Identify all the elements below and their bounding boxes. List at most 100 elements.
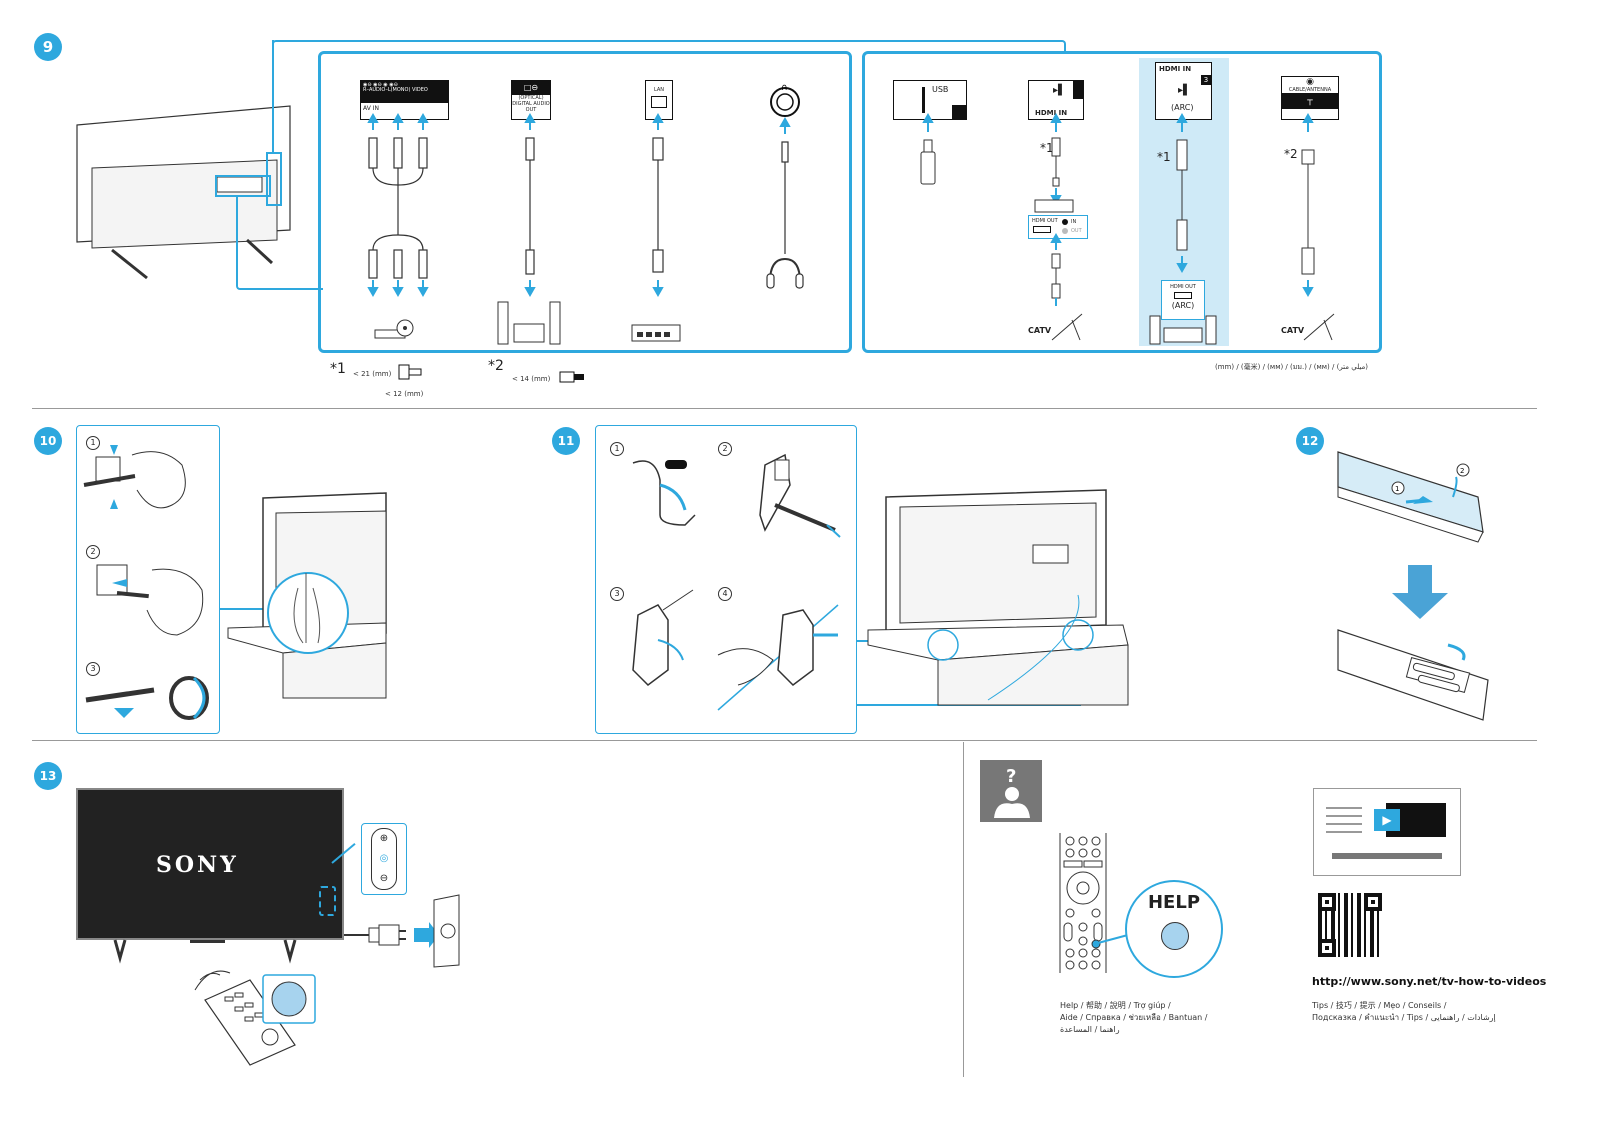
tv-port-highlight-bottom bbox=[215, 175, 271, 197]
help-caption-line2: Aide / Справка / ช่วยเหลือ / Bantuan / bbox=[1060, 1013, 1208, 1022]
footnote-1-height: < 12 (mm) bbox=[385, 390, 424, 398]
help-caption: Help / 帮助 / 說明 / Trợ giúp / Aide / Справ… bbox=[1060, 1000, 1208, 1036]
connector-line bbox=[272, 40, 274, 152]
hdmi-in-label: HDMI IN bbox=[1035, 109, 1068, 117]
tv-front: SONY bbox=[76, 788, 344, 940]
tv-control-buttons: ⊕ ◎ ⊖ bbox=[371, 828, 397, 890]
cable-clip-insert-illustration bbox=[96, 564, 204, 636]
headphone-cable-illustration bbox=[766, 116, 804, 289]
help-caption-line3: راهنما / المساعدة bbox=[1060, 1025, 1120, 1034]
usb-stick-illustration bbox=[920, 112, 936, 185]
step-10-sub-2: 2 bbox=[86, 545, 100, 559]
cable-antenna-port: ◉ CABLE/ANTENNA ┬ bbox=[1281, 76, 1339, 120]
power-button-highlight bbox=[319, 886, 336, 916]
tv-brand-logo: SONY bbox=[156, 852, 239, 878]
lan-label: LAN bbox=[653, 87, 665, 93]
headphone-jack-icon: ∩ bbox=[770, 83, 800, 117]
volume-up-icon[interactable]: ⊕ bbox=[379, 833, 389, 844]
tv-control-panel bbox=[361, 823, 407, 895]
catv-label-1: CATV bbox=[1028, 326, 1052, 335]
av-in-label: AV IN bbox=[363, 105, 379, 112]
stand-clip-open-illustration bbox=[632, 460, 696, 526]
svg-text:?: ? bbox=[1006, 766, 1016, 787]
step-11-panel bbox=[595, 425, 857, 734]
step-12-badge: 12 bbox=[1296, 427, 1324, 455]
step-13-badge: 13 bbox=[34, 762, 62, 790]
how-to-videos-link[interactable]: http://www.sony.net/tv-how-to-videos bbox=[1312, 975, 1547, 988]
antenna-icon-1 bbox=[1051, 313, 1083, 341]
units-note: (mm) / (毫米) / (мм) / (มม.) / (мм) / (ميل… bbox=[1215, 363, 1369, 371]
tips-caption: Tips / 技巧 / 提示 / Mẹo / Conseils / Подска… bbox=[1312, 1000, 1496, 1024]
footnote-2-mark: *2 bbox=[488, 358, 504, 374]
footnote-1-width: < 21 (mm) bbox=[353, 370, 392, 378]
tv-port-highlight-side bbox=[266, 152, 282, 206]
remote-power-press-illustration bbox=[194, 970, 316, 1066]
antenna-icon-2 bbox=[1303, 313, 1335, 341]
step-11-sub-1: 1 bbox=[610, 442, 624, 456]
cable-antenna-label: CABLE/ANTENNA bbox=[1288, 87, 1332, 93]
hdmi-port-number: 3 bbox=[1201, 75, 1211, 85]
hdmi-out-label: HDMI OUT bbox=[1032, 218, 1058, 224]
help-icon: ? bbox=[980, 760, 1042, 822]
catv-label-2: CATV bbox=[1281, 326, 1305, 335]
arc-label: (ARC) bbox=[1171, 103, 1194, 112]
hdmi-in-arc-port: HDMI IN 3 ▸▌ (ARC) bbox=[1155, 62, 1212, 120]
help-button-zoom: HELP bbox=[1125, 880, 1223, 978]
remote-battery-insert-illustration bbox=[1337, 629, 1489, 721]
arc-hdmi-cable-illustration bbox=[1176, 112, 1188, 274]
connection-panel-left bbox=[318, 51, 852, 353]
stand-clip-attach-illustration bbox=[759, 453, 841, 538]
divider bbox=[32, 740, 1537, 741]
router-icon bbox=[631, 324, 681, 342]
step-10-sub-3: 3 bbox=[86, 662, 100, 676]
cable-clip-attach-illustration bbox=[83, 445, 186, 509]
footnote-1-mark: *1 bbox=[330, 361, 346, 377]
footnote-2-plug-icon bbox=[559, 371, 584, 383]
divider bbox=[963, 742, 964, 1077]
remote-cover-remove-illustration: 1 2 bbox=[1337, 451, 1484, 543]
in-label: IN bbox=[1071, 219, 1077, 225]
play-icon[interactable]: ▶ bbox=[1374, 809, 1400, 831]
tv-stand-clips-illustration bbox=[867, 489, 1129, 706]
tv-rear-illustration bbox=[76, 105, 291, 280]
digital-audio-out-label: DIGITAL AUDIO OUT bbox=[512, 101, 550, 113]
hdmi-cable-star1: *1 bbox=[1040, 141, 1054, 155]
av-in-port: ◉⊖ ◉⊖ ◉ ◉⊖ R–AUDIO–L(MONO) VIDEO AV IN bbox=[360, 80, 449, 120]
tips-caption-line1: Tips / 技巧 / 提示 / Mẹo / Conseils / bbox=[1312, 1001, 1447, 1010]
remote-control-illustration bbox=[1059, 833, 1107, 973]
sound-system-icon bbox=[497, 301, 561, 345]
av-cable-illustration bbox=[367, 112, 429, 298]
antenna-cable-illustration-1 bbox=[1050, 232, 1062, 306]
optical-label: (OPTICAL) bbox=[518, 95, 544, 101]
power-plug-illustration bbox=[344, 894, 460, 968]
step-11-sub-2: 2 bbox=[718, 442, 732, 456]
down-arrow bbox=[1392, 565, 1448, 619]
av-in-header-label: R–AUDIO–L(MONO) VIDEO bbox=[363, 87, 428, 93]
tips-caption-line2: Подсказка / คำแนะนำ / Tips / إرشادات / ر… bbox=[1312, 1013, 1496, 1022]
tv-stand-legs bbox=[113, 939, 297, 964]
step-10-badge: 10 bbox=[34, 427, 62, 455]
dvd-player-icon bbox=[374, 319, 414, 339]
help-button-label: HELP bbox=[1147, 892, 1201, 913]
stand-clip-close-illustration bbox=[717, 604, 839, 711]
divider bbox=[32, 408, 1537, 409]
hdmi-in-arc-label: HDMI IN bbox=[1159, 65, 1192, 73]
optical-cable-illustration bbox=[524, 112, 536, 298]
video-thumbnail-card: ▶ bbox=[1313, 788, 1461, 876]
help-button[interactable] bbox=[1161, 922, 1189, 950]
lan-cable-illustration bbox=[652, 112, 664, 298]
usb-port: USB bbox=[893, 80, 967, 120]
volume-down-icon[interactable]: ⊖ bbox=[379, 873, 389, 884]
optical-port: □⊖ (OPTICAL) DIGITAL AUDIO OUT bbox=[511, 80, 551, 120]
power-icon[interactable]: ◎ bbox=[379, 853, 389, 864]
step-11-sub-4: 4 bbox=[718, 587, 732, 601]
svg-text:1: 1 bbox=[1395, 485, 1399, 493]
svg-text:2: 2 bbox=[1460, 467, 1464, 475]
arc-hdmi-out-label: HDMI OUT bbox=[1170, 284, 1196, 290]
qr-code[interactable] bbox=[1318, 893, 1382, 957]
step-10-panel bbox=[76, 425, 220, 734]
footnote-2-width: < 14 (mm) bbox=[512, 375, 551, 383]
step-11-sub-3: 3 bbox=[610, 587, 624, 601]
connection-panel-right bbox=[862, 51, 1382, 353]
tv-cable-management-illustration bbox=[227, 492, 387, 699]
